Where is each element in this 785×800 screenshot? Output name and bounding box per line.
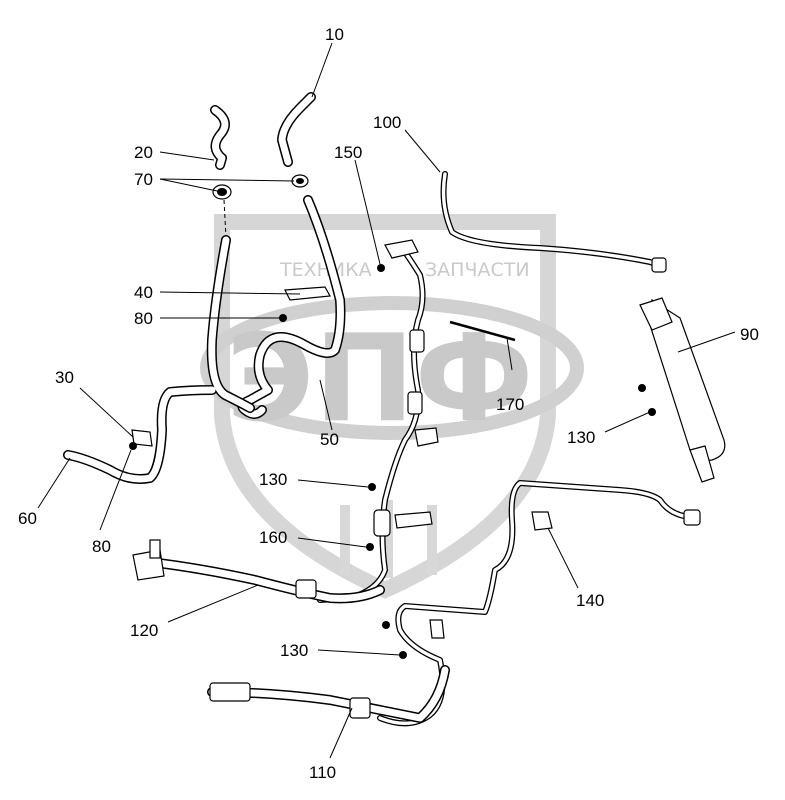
- callout-130-lower: 130: [280, 641, 308, 660]
- bolt-160: [366, 543, 374, 551]
- nut-80-lower: [129, 442, 137, 450]
- bolt-130-b2: [638, 384, 646, 392]
- bolt-130-c: [399, 651, 407, 659]
- cable-170: [449, 320, 516, 342]
- hose-120: [132, 539, 385, 604]
- callout-90: 90: [740, 325, 759, 344]
- receiver-drier-90: [639, 297, 726, 483]
- bolt-140: [382, 621, 390, 629]
- callout-20: 20: [134, 143, 153, 162]
- fitting-100: [651, 257, 667, 273]
- leader-lines: [37, 42, 736, 759]
- callout-160: 160: [259, 528, 287, 547]
- callout-50: 50: [320, 430, 339, 449]
- callout-150: 150: [334, 143, 362, 162]
- fitting-150: [373, 239, 439, 537]
- nut-80-upper: [279, 314, 287, 322]
- clamp-70-right: [291, 174, 309, 188]
- callout-100: 100: [373, 113, 401, 132]
- callout-80-lower: 80: [92, 537, 111, 556]
- callout-120: 120: [130, 621, 158, 640]
- small-parts: [129, 264, 656, 659]
- bolt-150: [377, 264, 385, 272]
- watermark-ellipse: [200, 296, 584, 440]
- callout-40: 40: [134, 283, 153, 302]
- pipe-60: [63, 235, 255, 484]
- callout-30: 30: [55, 368, 74, 387]
- callout-130-middle: 130: [259, 470, 287, 489]
- watermark-text-right: ЗАПЧАСТИ: [425, 259, 530, 281]
- callout-140: 140: [576, 591, 604, 610]
- callout-110: 110: [309, 763, 336, 782]
- callout-80-upper: 80: [134, 309, 153, 328]
- bracket-30: [131, 429, 153, 447]
- callout-130-right: 130: [567, 428, 595, 447]
- assembly-line: [223, 199, 227, 239]
- hose-10: [277, 92, 316, 167]
- hose-110: [207, 665, 450, 723]
- bolt-130-b: [648, 408, 656, 416]
- pipe-100: [440, 171, 667, 273]
- bracket-40: [284, 286, 331, 301]
- callout-170: 170: [496, 395, 524, 414]
- bolt-130-a: [368, 483, 376, 491]
- watermark-letters: ЭПФ: [226, 310, 534, 449]
- callout-70: 70: [134, 170, 153, 189]
- hose-20: [210, 105, 230, 170]
- pipe-150: [317, 242, 426, 603]
- callout-10: 10: [325, 25, 344, 44]
- watermark-shield: [214, 214, 556, 599]
- watermark-text-left: ТЕХНИКА: [279, 259, 372, 281]
- callout-60: 60: [18, 509, 37, 528]
- callout-labels: 10 20 70 100 150 40 80 90 30 170 130 50 …: [18, 25, 759, 782]
